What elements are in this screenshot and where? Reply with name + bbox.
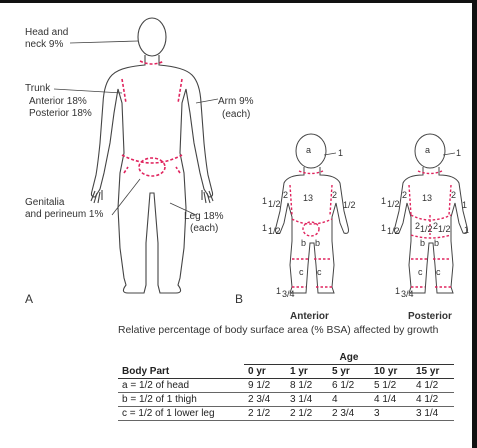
posterior-head-value: 1: [456, 148, 461, 158]
child-anterior-dashed: [290, 171, 332, 287]
svg-text:1: 1: [381, 223, 386, 233]
trunk-label: Trunk: [25, 83, 51, 94]
col-header-0yr: 0 yr: [244, 365, 286, 379]
age-header: Age: [244, 351, 454, 365]
anterior-right-leg-c: c: [317, 267, 322, 277]
col-header-1yr: 1 yr: [286, 365, 328, 379]
arm-label-1: Arm 9%: [218, 96, 254, 107]
svg-text:1/2: 1/2: [438, 224, 451, 234]
adult-body-outline: [91, 18, 213, 293]
anterior-left-thigh-b: b: [301, 238, 306, 248]
anterior-right-arm-value: 2: [332, 190, 337, 200]
posterior-left-thigh-b: b: [420, 238, 425, 248]
anterior-left-leg-c: c: [299, 267, 304, 277]
col-header-5yr: 5 yr: [328, 365, 370, 379]
anterior-right-thigh-b: b: [315, 238, 320, 248]
anterior-fraction-labels: 1 1/2 1/2 1 1/2 1 3/4: [262, 196, 356, 299]
head-neck-label-1: Head and: [25, 27, 68, 38]
anterior-title: Anterior: [290, 311, 329, 322]
table-row: b = 1/2 of 1 thigh 2 3/4 3 1/4 4 4 1/4 4…: [118, 393, 454, 407]
svg-text:1: 1: [276, 286, 281, 296]
svg-text:1: 1: [464, 225, 469, 235]
table-row: a = 1/2 of head 9 1/2 8 1/2 6 1/2 5 1/2 …: [118, 379, 454, 393]
posterior-left-arm-value: 2: [402, 190, 407, 200]
anterior-head-value: 1: [338, 148, 343, 158]
panel-a-letter: A: [25, 292, 33, 306]
adult-leader-lines: [54, 41, 218, 215]
posterior-right-leg-c: c: [436, 267, 441, 277]
arm-label-2: (each): [222, 109, 250, 120]
trunk-anterior-label: Anterior 18%: [29, 96, 87, 107]
bsa-diagram: Head and neck 9% Trunk Anterior 18% Post…: [0, 3, 472, 323]
svg-text:1: 1: [262, 223, 267, 233]
leg-label-2: (each): [190, 223, 218, 234]
anterior-trunk-value: 13: [303, 193, 313, 203]
table-row: c = 1/2 of 1 lower leg 2 1/2 2 1/2 2 3/4…: [118, 407, 454, 421]
posterior-trunk-value: 13: [422, 193, 432, 203]
svg-text:1: 1: [462, 200, 467, 210]
posterior-region-a: a: [425, 145, 430, 155]
svg-text:1/2: 1/2: [387, 226, 400, 236]
adult-dashed-boundaries: [122, 61, 182, 176]
col-header-10yr: 10 yr: [370, 365, 412, 379]
posterior-right-thigh-b: b: [434, 238, 439, 248]
svg-text:1/2: 1/2: [268, 199, 281, 209]
panel-b-letter: B: [235, 292, 243, 306]
col-header-body-part: Body Part: [118, 365, 244, 379]
trunk-posterior-label: Posterior 18%: [29, 108, 92, 119]
table-header-row: Body Part 0 yr 1 yr 5 yr 10 yr 15 yr: [118, 365, 454, 379]
svg-text:1/2: 1/2: [387, 199, 400, 209]
posterior-left-leg-c: c: [418, 267, 423, 277]
svg-text:3/4: 3/4: [282, 289, 295, 299]
bsa-table: Age Body Part 0 yr 1 yr 5 yr 10 yr 15 yr…: [118, 351, 454, 421]
svg-text:1: 1: [395, 286, 400, 296]
svg-text:3/4: 3/4: [401, 289, 414, 299]
posterior-title: Posterior: [408, 311, 452, 322]
head-neck-label-2: neck 9%: [25, 39, 63, 50]
svg-text:1/2: 1/2: [343, 200, 356, 210]
svg-text:1/2: 1/2: [420, 224, 433, 234]
leg-label-1: Leg 18%: [184, 211, 224, 222]
bsa-caption: Relative percentage of body surface area…: [118, 325, 477, 336]
genitalia-label-1: Genitalia: [25, 197, 65, 208]
anterior-left-arm-value: 2: [283, 190, 288, 200]
col-header-15yr: 15 yr: [412, 365, 454, 379]
anterior-region-a: a: [306, 145, 311, 155]
svg-text:1: 1: [262, 196, 267, 206]
svg-text:1: 1: [381, 196, 386, 206]
posterior-right-arm-value: 2: [451, 190, 456, 200]
svg-text:1/2: 1/2: [268, 226, 281, 236]
genitalia-label-2: and perineum 1%: [25, 209, 103, 220]
